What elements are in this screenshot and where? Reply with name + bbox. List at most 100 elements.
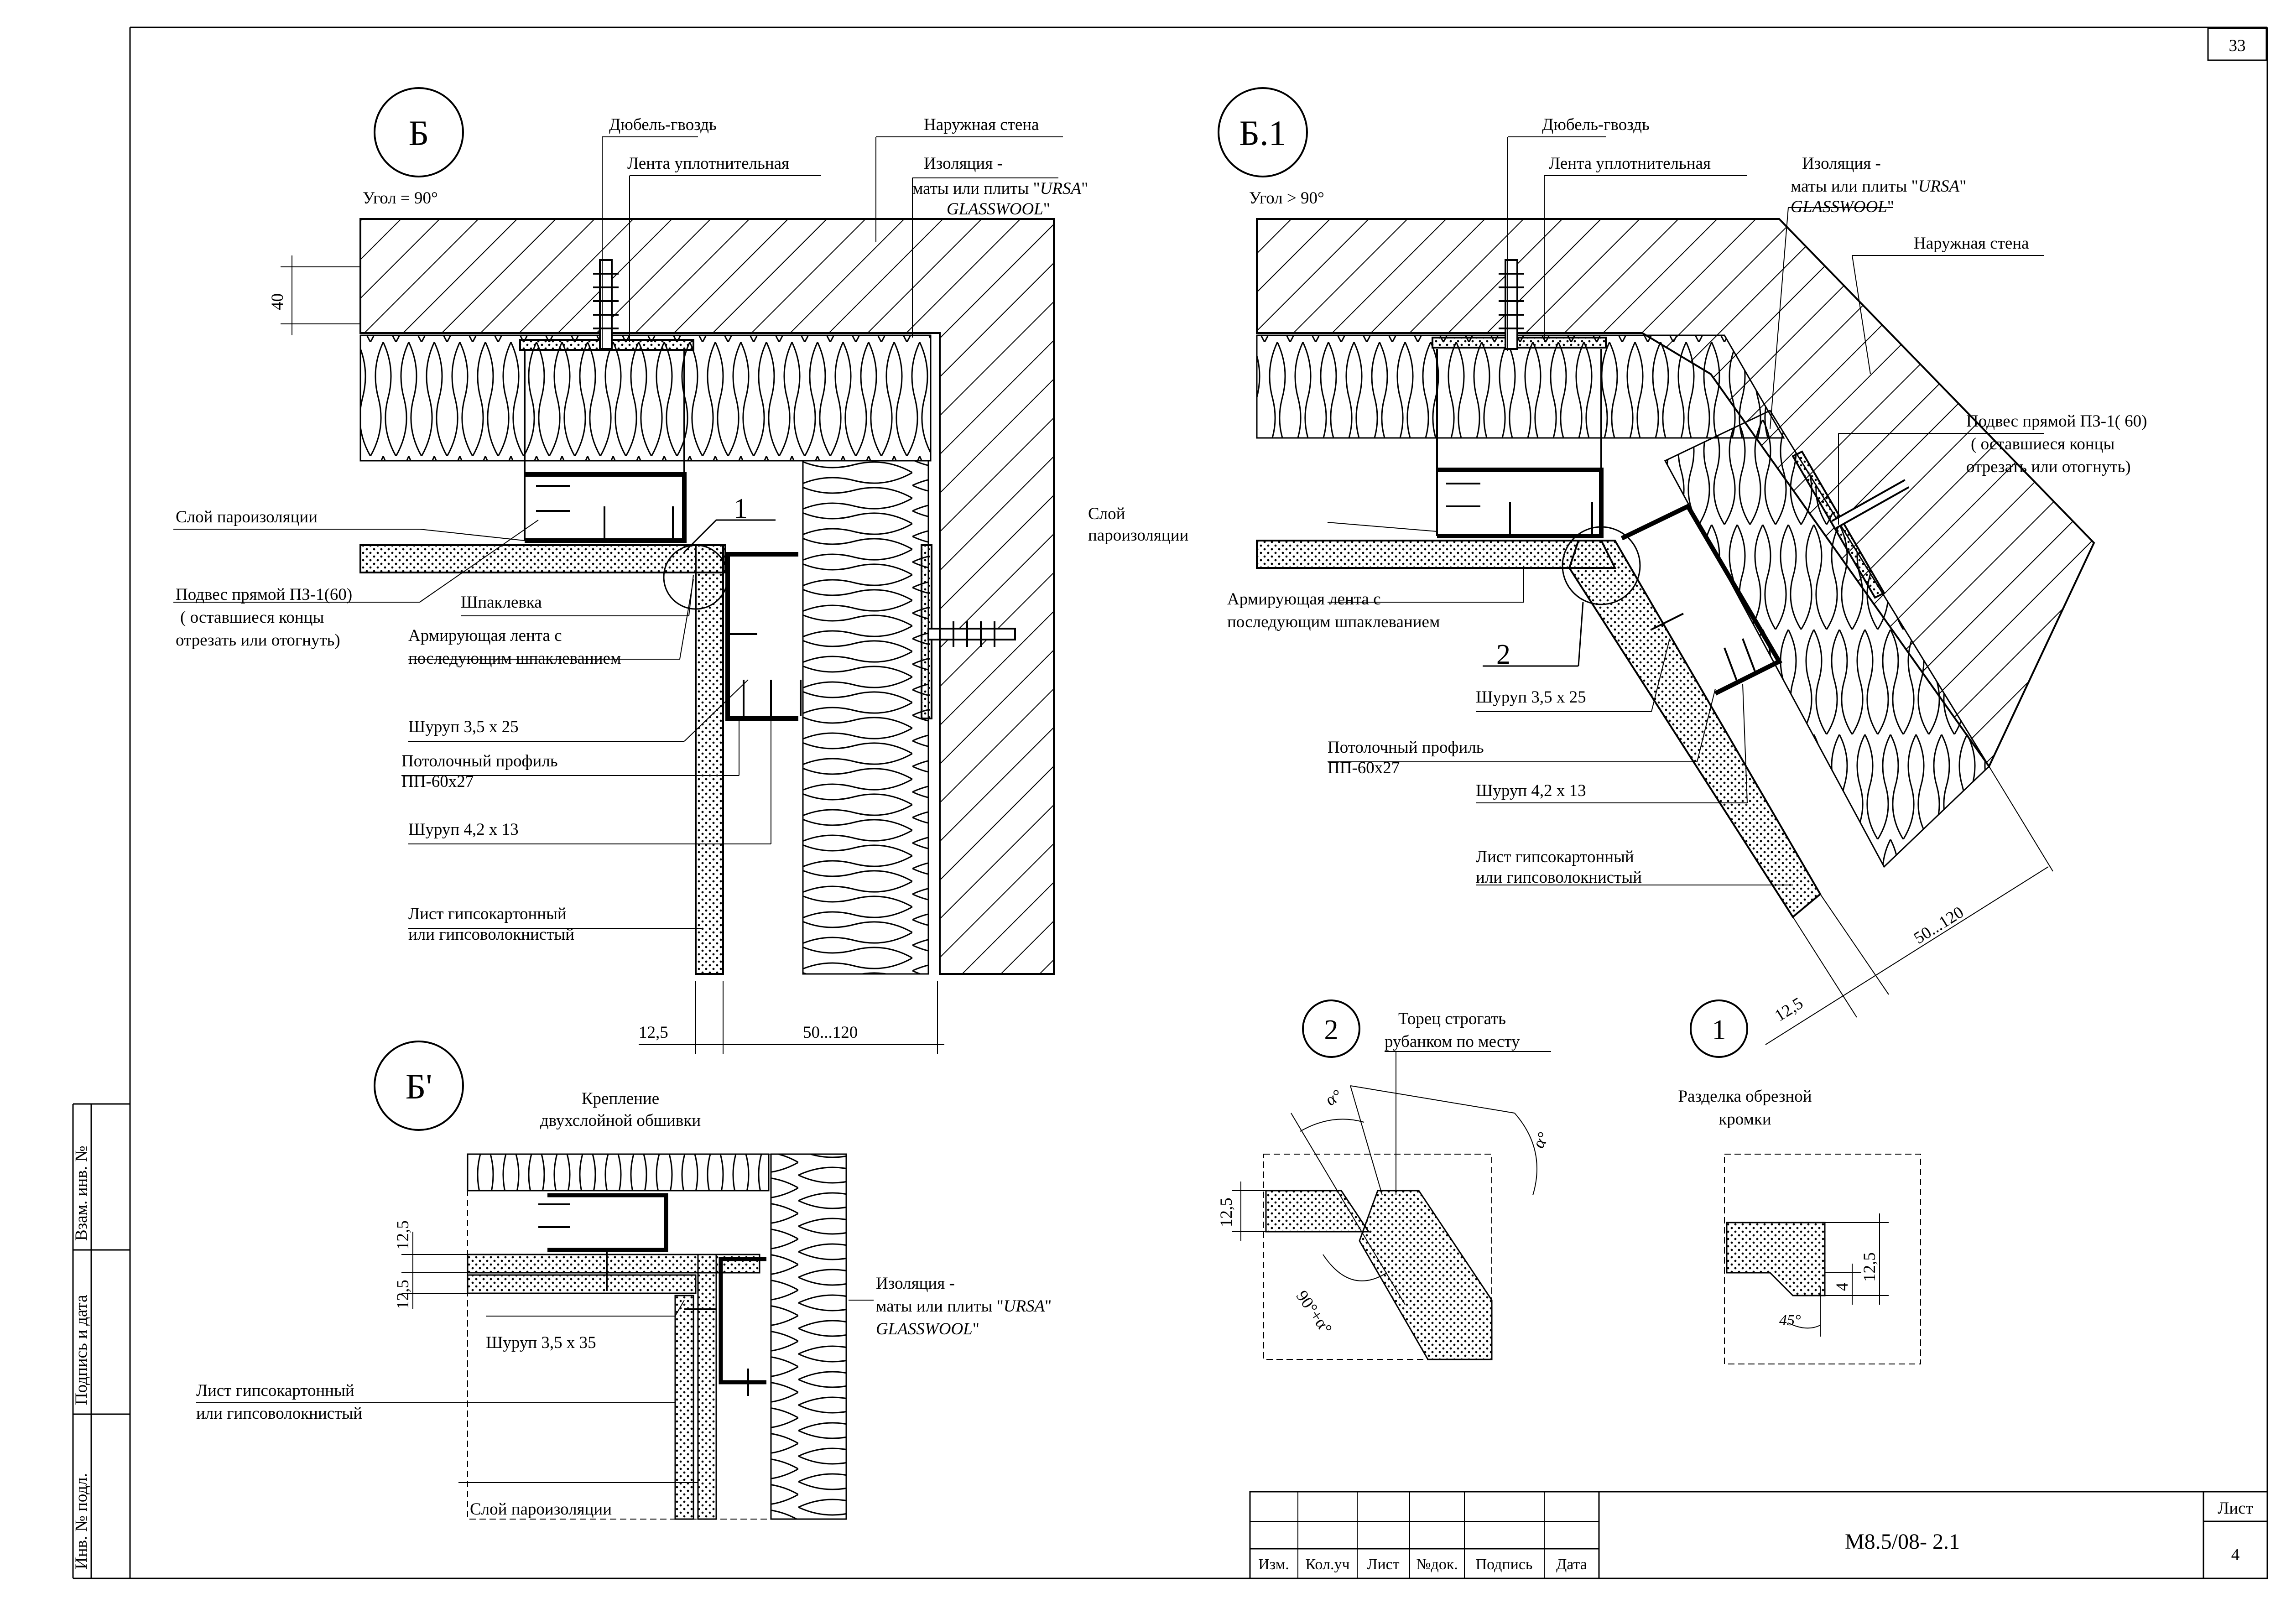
detail-b1-tape-label-2: последующим шпаклеванием [1227,613,1440,631]
detail-bp-insulation-brand-2: GLASSWOOL [876,1320,973,1338]
detail-b1-seal-tape-label: Лента уплотнительная [1549,154,1711,173]
detail-b-sheet-label-1: Лист гипсокартонный [408,905,567,923]
detail-b1-sheet-label-1: Лист гипсокартонный [1476,848,1634,866]
detail-b-hanger-label-3: отрезать или отогнуть) [176,631,340,650]
detail-b1-angled-board [1568,540,1822,918]
svg-text:маты или плиты "URSA": маты или плиты "URSA" [876,1297,1052,1316]
detail-b1-insulation-brand-2: GLASSWOOL [1791,198,1887,216]
detail-bp-insulation-brand-1: URSA [1004,1297,1045,1316]
detail-b-marker: Б [409,113,429,153]
detail-b-insulation-quote-2: " [1043,200,1050,219]
svg-text:GLASSWOOL": GLASSWOOL" [947,200,1050,219]
detail-bp-sheet-label-1: Лист гипсокартонный [196,1381,354,1400]
detail-2-marker: 2 [1324,1015,1338,1046]
detail-b-wall-board [695,544,724,975]
detail-1-title-2: кромки [1719,1110,1771,1129]
sheet-number: 4 [2231,1546,2240,1564]
detail-b1-insulation-label-1: Изоляция - [1802,154,1881,173]
detail-1-dim-4: 4 [1833,1283,1852,1291]
detail-bp-screw-icons [538,1203,749,1396]
detail-bp-marker: Б' [406,1067,432,1106]
detail-2-note-2: рубанком по месту [1385,1032,1520,1051]
detail-1-title-1: Разделка обрезной [1678,1087,1812,1106]
detail-b-profile-label-1: Потолочный профиль [401,752,558,770]
detail-b1-screw-b-label: Шуруп 4,2 х 13 [1476,781,1586,800]
detail-bp-insulation-label-2: маты или плиты " [876,1297,1004,1316]
detail-b-insulation-brand-1: URSA [1040,179,1082,198]
sheet-label: Лист [2218,1499,2253,1518]
detail-b1-insulation-quote-2: " [1887,198,1894,216]
detail-bp-marker-circle [374,1041,464,1131]
side-label-inventory: Инв. № подл. [72,1473,91,1569]
detail-1-dim-125: 12,5 [1860,1252,1879,1282]
detail-b-dim-40: 40 [268,293,287,310]
svg-text:маты или плиты "URSA": маты или плиты "URSA" [1791,177,1966,196]
detail-b-outer-wall-label: Наружная стена [924,115,1039,134]
detail-bp-insulation-top [467,1153,770,1192]
detail-b-insulation-brand-2: GLASSWOOL [947,200,1043,219]
detail-b1-hanger-label-1: Подвес прямой ПЗ-1( 60) [1966,412,2147,431]
detail-b1-angled-profile [1620,503,1783,696]
detail-bp-sheet-label-2: или гипсоволокнистый [196,1404,362,1423]
detail-2-angle: 90°+α° [1292,1287,1336,1338]
detail-b1-dim-125: 12,5 [1771,994,1807,1025]
detail-b-hanger-label-1: Подвес прямой ПЗ-1(60) [176,585,352,604]
detail-bp-title-2: двухслойной обшивки [540,1111,701,1130]
stamp-col-1: Изм. [1258,1556,1289,1573]
detail-b1-screw-icons [1446,483,1757,685]
detail-b1-insulation-brand-1: URSA [1918,177,1960,196]
detail-b-angle: Угол = 90° [363,189,438,208]
detail-b1-profile-label-2: ПП-60х27 [1328,759,1400,777]
detail-b-callout-1: 1 [734,493,748,524]
detail-b1-insulation-label-2: маты или плиты " [1791,177,1918,196]
detail-b-sheet-label-2: или гипсоволокнистый [408,925,574,944]
detail-bp-dim-1: 12,5 [394,1220,412,1250]
detail-b1-sheet-label-2: или гипсоволокнистый [1476,868,1642,887]
detail-b-dim-125: 12,5 [639,1023,668,1042]
detail-b-tape-label-2: последующим шпаклеванием [408,649,621,668]
stamp-col-5: Подпись [1476,1556,1533,1573]
detail-b1-hanger-label-3: отрезать или отогнуть) [1966,458,2131,476]
detail-b-prime: Б' Крепление двухслойной обшивки 12,5 12… [196,1041,1052,1520]
detail-2-marker-circle [1302,999,1360,1058]
detail-1-marker: 1 [1712,1015,1726,1046]
detail-b-putty-label: Шпаклевка [461,593,542,612]
detail-b1-screw-a-label: Шуруп 3,5 х 25 [1476,688,1586,707]
detail-b1-angle: Угол > 90° [1249,189,1324,208]
detail-b1-insulation-quote-1: " [1959,177,1966,196]
detail-2-board-horizontal [1265,1190,1370,1233]
detail-b1-marker-circle [1218,87,1308,177]
detail-1-marker-circle [1690,999,1748,1058]
detail-b1-hanger-label-2: ( оставшиеся концы [1971,435,2114,453]
detail-b1-dim-50-120: 50...120 [1911,903,1967,947]
title-block: Изм. Кол.уч Лист №док. Подпись Дата М8.5… [1249,1491,2268,1579]
detail-b-screw-a-label: Шуруп 3,5 х 25 [408,718,519,736]
detail-b1-callout-2: 2 [1496,639,1510,670]
side-strip: Взам. инв. № Подпись и дата Инв. № подл. [72,1103,130,1578]
detail-b1-profile-label-1: Потолочный профиль [1328,738,1484,757]
detail-2-alpha-2: α° [1529,1129,1553,1151]
detail-b-insulation-label-1: Изоляция - [924,154,1003,173]
detail-bp-title-1: Крепление [582,1089,659,1108]
detail-bp-insulation-quote-2: " [973,1320,979,1338]
detail-b-concrete-wall [359,218,1055,975]
detail-b-seal-tape-label: Лента уплотнительная [627,154,789,173]
detail-b-screw-b-label: Шуруп 4,2 х 13 [408,820,519,839]
stamp-col-2: Кол.уч [1305,1556,1349,1573]
detail-b-bottom-dims [639,981,944,1054]
detail-b-hanger-label-2: ( оставшиеся концы [180,608,324,627]
detail-bp-board-outer-wall [697,1254,717,1520]
stamp-col-4: №док. [1416,1556,1458,1573]
detail-b-insulation-label-2: маты или плиты " [912,179,1040,198]
detail-2-board-angled [1359,1190,1493,1360]
detail-b1-vapor-label-1: Слой [1088,505,1125,523]
detail-b1-marker: Б.1 [1239,113,1286,153]
detail-b-insulation-quote-1: " [1081,179,1088,198]
detail-b-screw-icons [536,485,802,716]
detail-b1-tape-label-1: Армирующая лента с [1227,590,1381,609]
side-label-replacement: Взам. инв. № [72,1145,91,1241]
detail-b: Б Угол = 90° [173,87,1088,1054]
stamp-col-6: Дата [1556,1556,1587,1573]
detail-b1-vapor-label-2: пароизоляции [1088,526,1188,545]
